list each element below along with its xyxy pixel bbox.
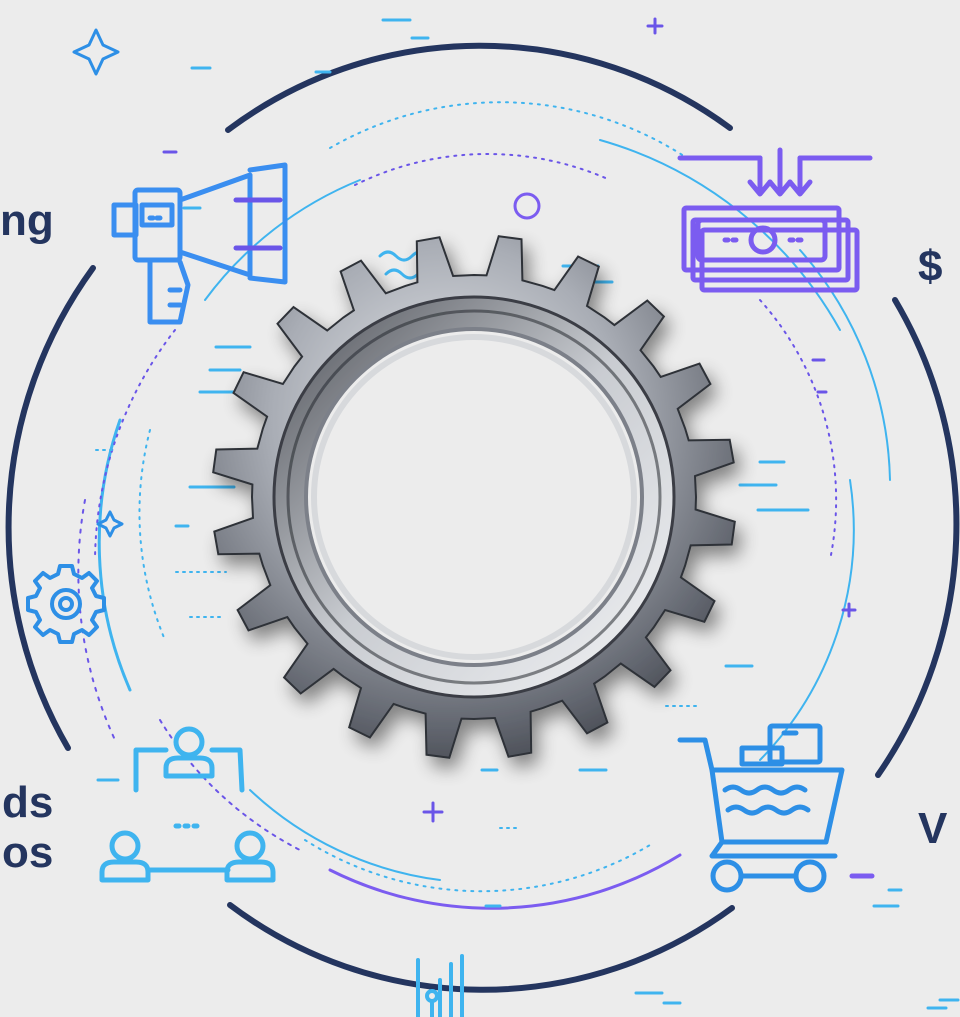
label-top-left: ng bbox=[0, 196, 54, 245]
ring-arc-top bbox=[225, 42, 733, 133]
ring-arc-left bbox=[5, 265, 96, 751]
decor-marks bbox=[95, 17, 960, 1010]
ring-arc-bottom bbox=[227, 902, 735, 993]
bar-chart-icon bbox=[416, 954, 464, 1017]
outer-ring bbox=[5, 42, 960, 993]
money-stack-icon bbox=[677, 147, 873, 293]
gear-settings-icon bbox=[26, 564, 106, 644]
team-hierarchy-icon bbox=[99, 726, 276, 883]
label-top-right: $ bbox=[918, 242, 943, 291]
orbit-lines bbox=[77, 101, 891, 910]
label-bottom-left-line1: ds bbox=[2, 778, 54, 827]
central-gear bbox=[212, 235, 736, 759]
megaphone-icon bbox=[111, 162, 288, 325]
label-bottom-left-line2: os bbox=[2, 828, 54, 877]
label-bottom-right: V bbox=[918, 804, 948, 853]
ring-arc-right bbox=[875, 297, 960, 778]
shopping-cart-icon bbox=[677, 723, 875, 893]
